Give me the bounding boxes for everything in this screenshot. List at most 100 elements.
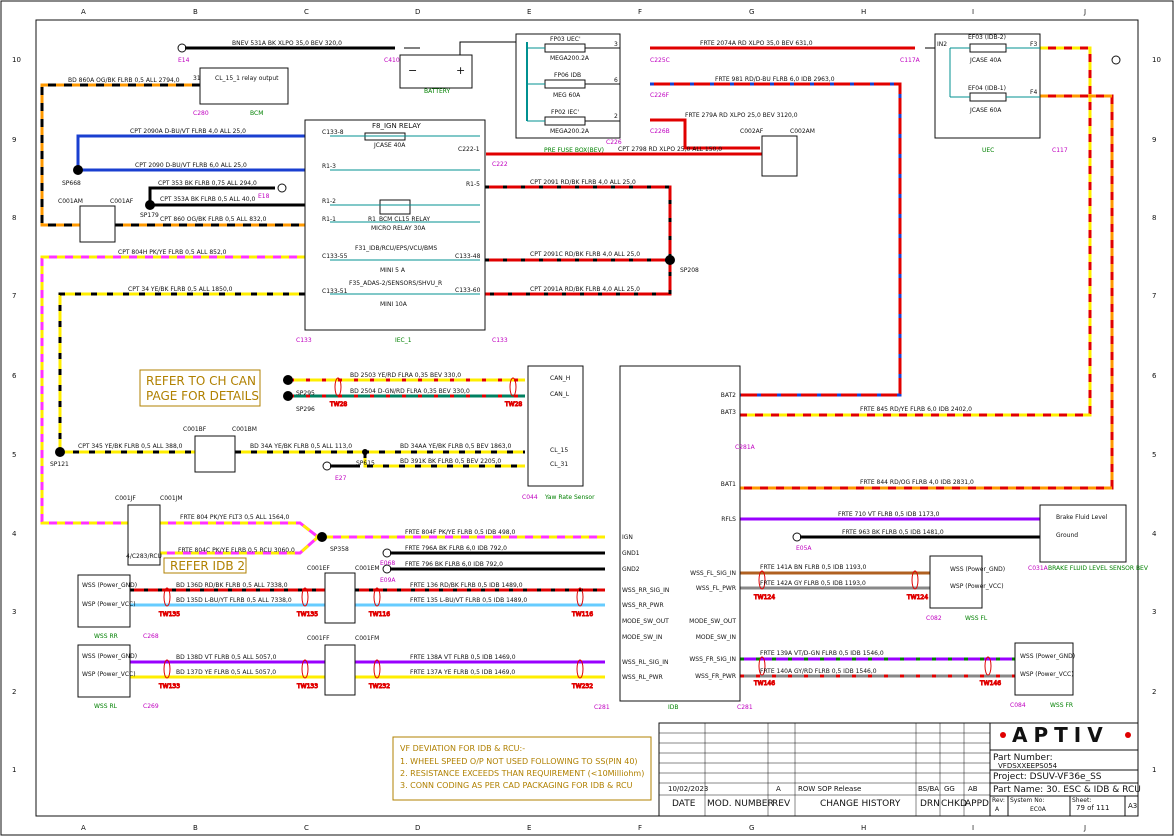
- svg-text:DRN: DRN: [920, 799, 940, 809]
- grid-col-label: E: [527, 824, 531, 832]
- svg-text:2. RESISTANCE EXCEEDS THAN REQ: 2. RESISTANCE EXCEEDS THAN REQUIREMENT (…: [400, 769, 644, 778]
- bcm-box: [199, 67, 289, 105]
- wss-fl-sensor: [929, 555, 983, 609]
- svg-text:PAGE FOR DETAILS: PAGE FOR DETAILS: [146, 389, 259, 403]
- wire-label: BD 391K BK FLRB 0,5 BEV 2205,0: [400, 458, 501, 465]
- inline-connector-c001a: [79, 205, 116, 243]
- svg-text:PRE FUSE BOX(BEV): PRE FUSE BOX(BEV): [544, 147, 604, 154]
- svg-text:E05A: E05A: [796, 545, 812, 552]
- wire-cpt2090a: [76, 134, 305, 170]
- svg-text:C410: C410: [384, 57, 400, 64]
- wire-cpt353: [148, 186, 275, 205]
- wire-label: FRTE 279A RD XLPO 25,0 BEV 3120,0: [685, 112, 798, 119]
- splice-sp121: [55, 447, 65, 457]
- grid-col-label: I: [972, 8, 974, 16]
- idb-pin-right: BAT3: [721, 409, 736, 416]
- grid-col-label: A: [81, 8, 86, 16]
- svg-text:A: A: [995, 806, 1000, 813]
- svg-text:E27: E27: [335, 475, 347, 482]
- idb-module: [619, 365, 741, 702]
- idb-pin-right: WSS_FL_PWR: [696, 585, 736, 592]
- svg-text:EC0A: EC0A: [1030, 806, 1047, 813]
- grid-row-label: 9: [1152, 136, 1156, 144]
- grid-row-label: 4: [1152, 530, 1157, 538]
- splice-sp208: [665, 255, 675, 265]
- svg-text:MEGA200.2A: MEGA200.2A: [550, 55, 590, 62]
- svg-text:REFER IDB 2: REFER IDB 2: [170, 559, 245, 573]
- svg-text:CHANGE HISTORY: CHANGE HISTORY: [820, 799, 901, 809]
- idb-pin-right: MODE_SW_IN: [696, 634, 736, 641]
- svg-text:Rev:: Rev:: [992, 797, 1005, 804]
- twist-marker: [758, 656, 766, 676]
- svg-text:R1-1: R1-1: [322, 216, 336, 223]
- svg-text:6: 6: [614, 77, 618, 84]
- svg-text:FP03 UEC': FP03 UEC': [550, 36, 581, 43]
- svg-text:C226B: C226B: [650, 128, 670, 135]
- twist-marker: [373, 659, 381, 679]
- svg-text:C001FM: C001FM: [355, 635, 379, 642]
- wire-label: CPT 860 OG/BK FLRB 0,5 ALL 832,0: [160, 216, 267, 223]
- svg-text:C001AF: C001AF: [110, 198, 134, 205]
- svg-text:10/02/2023: 10/02/2023: [668, 785, 708, 793]
- svg-text:VF DEVIATION FOR IDB & RCU:-: VF DEVIATION FOR IDB & RCU:-: [400, 744, 525, 753]
- grid-col-label: C: [304, 824, 309, 832]
- grid-col-label: G: [749, 8, 754, 16]
- grid-col-label: J: [1083, 824, 1086, 832]
- svg-text:UEC: UEC: [982, 147, 994, 154]
- svg-text:SP295: SP295: [296, 390, 315, 397]
- svg-text:C082: C082: [926, 615, 942, 622]
- wire-label: FRTE 2074A RD XLPO 35,0 BEV 631,0: [700, 40, 813, 47]
- grid-col-label: J: [1083, 8, 1086, 16]
- svg-text:C269: C269: [143, 703, 159, 710]
- wire-label: FRTE 135 L-BU/VT FLRB 0,5 IDB 1489,0: [410, 597, 527, 604]
- svg-text:BRAKE FLUID LEVEL SENSOR BEV: BRAKE FLUID LEVEL SENSOR BEV: [1048, 565, 1149, 572]
- svg-text:WSS FR: WSS FR: [1050, 702, 1073, 709]
- svg-text:E068: E068: [380, 560, 395, 567]
- svg-text:C133: C133: [492, 337, 508, 344]
- svg-text:3. CONN CODING AS PER CAD PACK: 3. CONN CODING AS PER CAD PACKAGING FOR …: [400, 781, 633, 790]
- idb2-note-box: [163, 557, 247, 574]
- can-note-box: [139, 369, 261, 407]
- wire-label: BD 860A OG/BK FLRB 0,5 ALL 2794,0: [68, 77, 180, 84]
- grid-row-label: 8: [12, 214, 16, 222]
- wire-label: CPT 2091A RD/BK FLRB 4,0 ALL 25,0: [530, 286, 640, 293]
- splice-sp668: [73, 165, 83, 175]
- wire-label: FRTE 804 PK/YE FLT3 0,5 ALL 1564,0: [180, 514, 290, 521]
- grid-col-label: B: [193, 8, 198, 16]
- svg-text:C281A: C281A: [735, 444, 756, 451]
- svg-text:IN2: IN2: [937, 41, 947, 48]
- svg-text:WSS (Power_GND): WSS (Power_GND): [82, 582, 137, 589]
- twist-marker: [509, 377, 517, 397]
- svg-text:EF04 (IDB-1): EF04 (IDB-1): [968, 85, 1006, 92]
- svg-text:WSP (Power_VCC): WSP (Power_VCC): [82, 671, 136, 678]
- svg-text:C001FF: C001FF: [307, 635, 330, 642]
- grid-row-label: 8: [1152, 214, 1156, 222]
- grid-row-label: 2: [1152, 688, 1156, 696]
- svg-text:C281: C281: [737, 704, 753, 711]
- grid-col-label: H: [861, 8, 866, 16]
- wire-label: FRTE 844 RD/OG FLRB 4,0 IDB 2831,0: [860, 479, 974, 486]
- grid-row-label: 5: [12, 451, 16, 459]
- svg-text:C225C: C225C: [650, 57, 670, 64]
- svg-text:C133-8: C133-8: [322, 129, 344, 136]
- svg-text:FP06 IDB: FP06 IDB: [554, 72, 581, 79]
- splice-sp615: [362, 449, 368, 455]
- svg-text:WSS FL: WSS FL: [965, 615, 988, 622]
- iec-box: [304, 119, 486, 331]
- svg-text:CL_31: CL_31: [550, 461, 568, 468]
- wire-cpt2091: [485, 185, 672, 296]
- twist-marker: [911, 570, 919, 590]
- svg-text:Ground: Ground: [1056, 532, 1078, 539]
- twist-marker: [301, 587, 309, 607]
- idb-pin-left: MODE_SW_IN: [622, 634, 662, 641]
- svg-text:C222-1: C222-1: [458, 146, 480, 153]
- twist-marker: [301, 659, 309, 679]
- uec-box: [934, 33, 1041, 139]
- svg-text:R1-5: R1-5: [466, 181, 480, 188]
- svg-text:+: +: [456, 64, 465, 77]
- wire-label: FRTE 963 BK FLRB 0,5 IDB 1481,0: [842, 529, 944, 536]
- wire-frte279a: [650, 118, 760, 150]
- svg-text:SP358: SP358: [330, 546, 349, 553]
- twist-label: TW232: [368, 683, 390, 690]
- ground-e27: [322, 461, 332, 471]
